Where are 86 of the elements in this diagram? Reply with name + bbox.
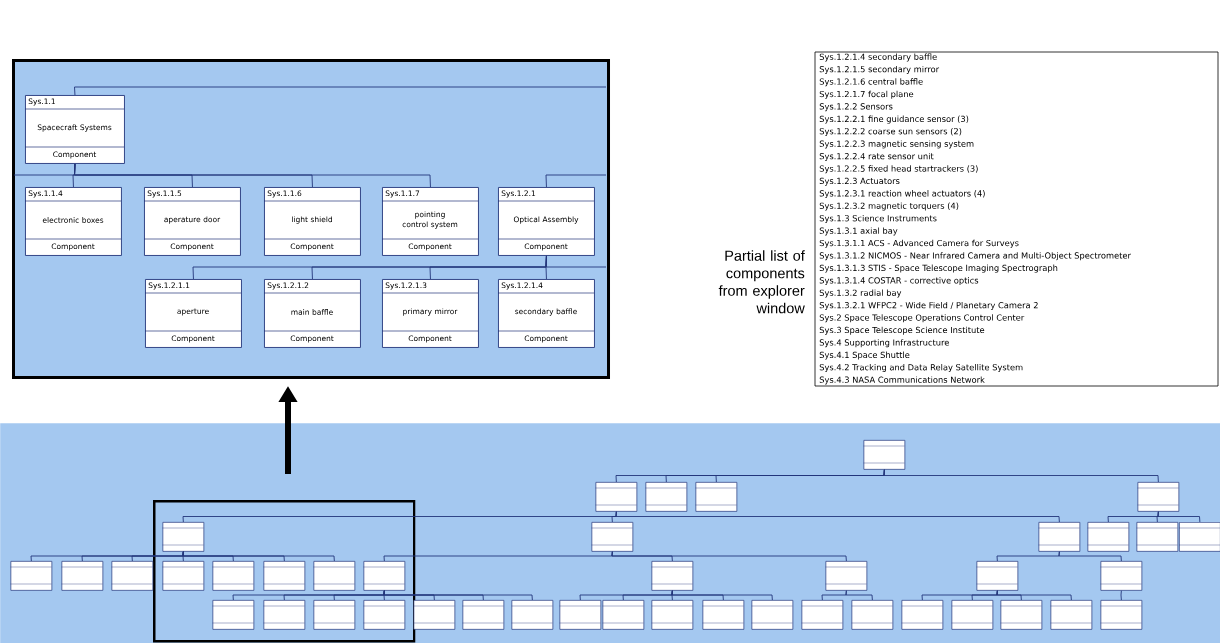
component-box (951, 600, 994, 630)
component-box (263, 561, 306, 591)
component-box (313, 600, 356, 630)
list-item: Sys.2 Space Telescope Operations Control Center (819, 314, 1025, 323)
component-box (263, 600, 306, 630)
connector-line (611, 551, 847, 562)
component-box (111, 561, 154, 591)
component-box (645, 482, 688, 512)
component-box (591, 522, 634, 552)
component-box (901, 600, 944, 630)
list-item: Sys.1.2.2.4 rate sensor unit (819, 152, 934, 161)
list-item: Sys.1.3.1.1 ACS - Advanced Camera for Surveys (819, 239, 1019, 248)
component-box (212, 600, 255, 630)
component-box (651, 600, 694, 630)
component-box (559, 600, 602, 630)
component-box (162, 522, 205, 552)
selection-frame (153, 500, 416, 643)
list-item: Sys.1.2.1.7 focal plane (819, 90, 914, 99)
component-box (1178, 522, 1220, 552)
component-box (1137, 482, 1180, 512)
component-box (651, 561, 694, 591)
component-box (462, 600, 505, 630)
list-item: Sys.1.3.2 radial bay (819, 289, 902, 298)
component-box (825, 561, 868, 591)
list-item: Sys.1.2.3.2 magnetic torquers (4) (819, 202, 959, 211)
component-box (1000, 600, 1043, 630)
component-box (751, 600, 794, 630)
list-item: Sys.1.3.1.4 COSTAR - corrective optics (819, 277, 979, 286)
list-item: Sys.1.3.1 axial bay (819, 227, 898, 236)
component-box (602, 600, 645, 630)
component-box (863, 440, 906, 470)
connector-line (1120, 590, 1122, 601)
component-box (511, 600, 554, 630)
component-box (1136, 522, 1179, 552)
component-box (363, 600, 406, 630)
component-box (1050, 600, 1093, 630)
list-item: Sys.1.2.2.1 fine guidance sensor (3) (819, 115, 969, 124)
connector-line (845, 590, 873, 601)
component-box (1100, 600, 1143, 630)
component-box (702, 600, 745, 630)
list-item: Sys.1.2.3 Actuators (819, 177, 900, 186)
component-box (212, 561, 255, 591)
connector-line (883, 469, 1159, 483)
component-box (595, 482, 638, 512)
list-item: Sys.1.2.1.6 central baffle (819, 78, 923, 87)
list-item: Sys.1.3.2.1 WFPC2 - Wide Field / Planetary Camera 2 (819, 301, 1038, 310)
component-box (10, 561, 53, 591)
connector-line (13, 163, 76, 176)
connector-line (1058, 551, 1122, 562)
list-item: Sys.4.3 NASA Communications Network (819, 376, 985, 385)
connector-line (615, 511, 1060, 523)
component-box (162, 561, 205, 591)
list-item: Sys.3 Space Telescope Science Institute (819, 326, 985, 335)
component-box (801, 600, 844, 630)
component-box (313, 561, 356, 591)
connector-line (545, 174, 607, 188)
list-item: Sys.1.2.3.1 reaction wheel actuators (4) (819, 190, 985, 199)
component-box (1038, 522, 1081, 552)
list-item: Sys.1.3.1.3 STIS - Space Telescope Imaging Spectrograph (819, 264, 1058, 273)
connector-line (74, 86, 607, 96)
component-box (1087, 522, 1130, 552)
connector-line (383, 590, 533, 601)
list-item: Sys.1.3.1.2 NICMOS - Near Infrared Camera and Multi-Object Spectrometer (819, 252, 1131, 261)
connector-line (996, 590, 1072, 601)
list-item: Sys.4.2 Tracking and Data Relay Satellite System (819, 364, 1023, 372)
component-box (61, 561, 104, 591)
list-item: Sys.1.2.2.2 coarse sun sensors (2) (819, 128, 962, 136)
connector-line (545, 255, 607, 268)
component-box (695, 482, 738, 512)
list-item: Sys.4.1 Space Shuttle (819, 351, 910, 360)
list-item: Sys.1.2.2.5 fixed head startrackers (3) (819, 165, 978, 174)
list-item: Sys.1.2.2.3 magnetic sensing system (819, 140, 974, 149)
component-box (976, 561, 1019, 591)
connector-line (1157, 511, 1201, 523)
connector-line (671, 590, 773, 601)
caption-text: Partial list of components from explorer window (718, 250, 805, 314)
component-box (413, 600, 456, 630)
component-box (363, 561, 406, 591)
component-box (851, 600, 894, 630)
list-item: Sys.1.2.2 Sensors (819, 103, 893, 112)
list-item: Sys.1.3 Science Instruments (819, 215, 937, 223)
component-box (1100, 561, 1143, 591)
list-item: Sys.4 Supporting Infrastructure (819, 339, 949, 348)
list-item: Sys.1.2.1.5 secondary mirror (819, 65, 940, 74)
list-item: Sys.1.2.1.4 secondary baffle (819, 53, 937, 62)
connector-line (182, 551, 335, 562)
